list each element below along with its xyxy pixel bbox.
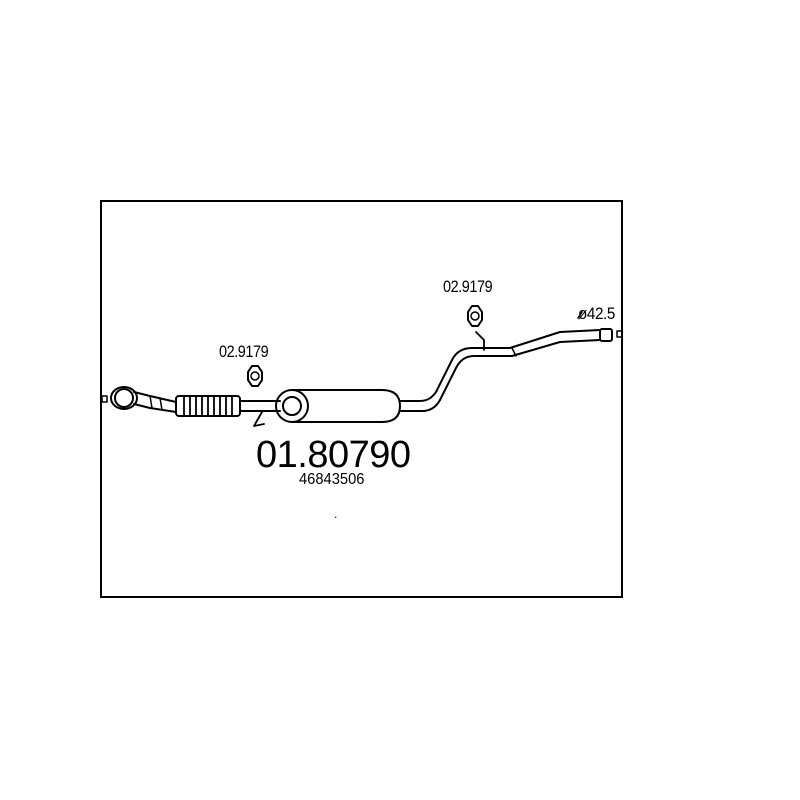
hanger-rear bbox=[475, 331, 485, 351]
hanger-hook-front bbox=[253, 411, 265, 427]
clamp-icon-front bbox=[247, 365, 263, 387]
front-pipe bbox=[133, 391, 177, 413]
dot-mark: . bbox=[334, 507, 338, 521]
mid-pipe bbox=[239, 400, 281, 412]
clamp-icon-rear bbox=[467, 305, 483, 327]
diagram-frame bbox=[100, 200, 623, 598]
inlet-flange bbox=[110, 386, 138, 410]
diameter-label: ø42.5 bbox=[578, 304, 615, 323]
inlet-end-marker bbox=[101, 395, 108, 403]
muffler bbox=[275, 389, 401, 423]
flex-pipe bbox=[175, 395, 241, 417]
diameter-leader bbox=[577, 311, 583, 319]
outlet-end-marker bbox=[616, 330, 623, 338]
part-number: 01.80790 bbox=[256, 434, 411, 476]
outlet-tip bbox=[599, 328, 613, 342]
oem-number: 46843506 bbox=[299, 471, 365, 488]
rear-pipe bbox=[399, 329, 601, 412]
clamp-label-rear: 02.9179 bbox=[443, 277, 493, 296]
clamp-label-front: 02.9179 bbox=[219, 342, 269, 361]
